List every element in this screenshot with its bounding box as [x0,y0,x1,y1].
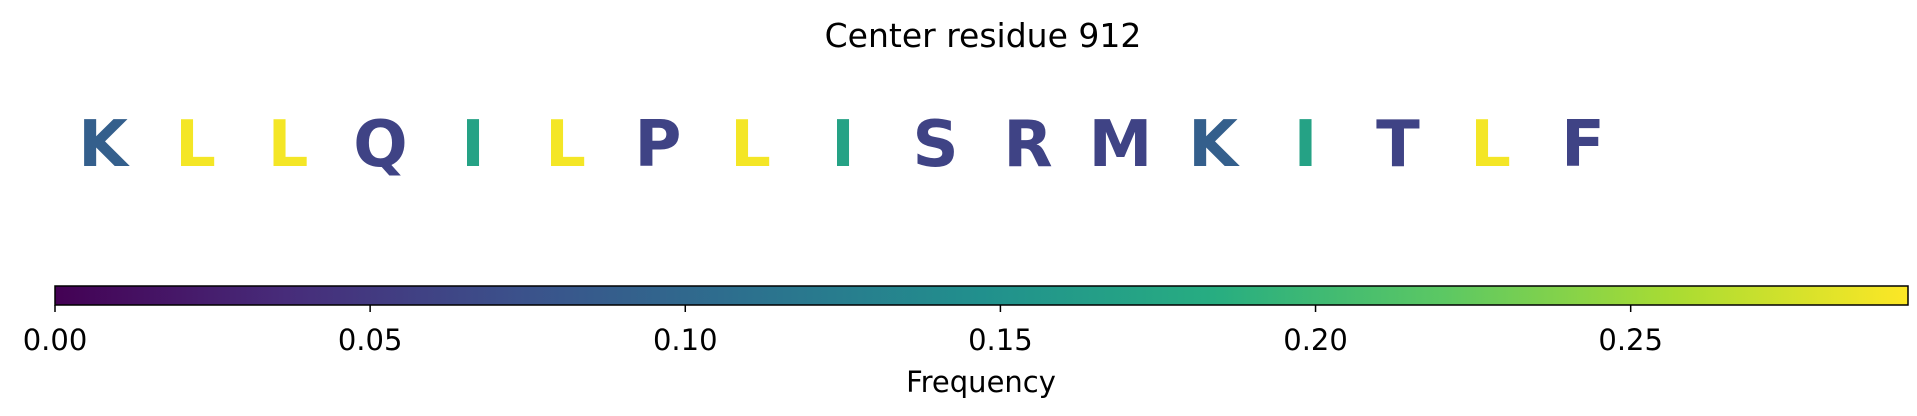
colorbar-tick-label: 0.25 [1598,323,1663,357]
residue-letter: S [912,108,958,182]
residue-letter: K [78,108,130,182]
residue-letter: L [268,108,309,182]
residue-letter: M [1089,108,1153,182]
residue-letter: L [730,108,771,182]
residue-letter: I [461,108,485,182]
residue-letter: R [1003,108,1052,182]
chart-title: Center residue 912 [825,16,1142,55]
residue-letter: P [635,108,682,182]
colorbar-tick-label: 0.00 [23,323,88,357]
colorbar-frame [54,285,1909,306]
residue-letter: L [175,108,216,182]
colorbar-ticks: 0.00 0.05 0.10 0.15 0.20 0.25 [23,305,1663,357]
residue-letter: Q [353,108,407,182]
residue-letter: I [1294,108,1318,182]
colorbar-tick-label: 0.15 [968,323,1033,357]
colorbar-tick-label: 0.20 [1283,323,1348,357]
residue-letter: K [1188,108,1240,182]
residue-letter: L [545,108,586,182]
colorbar-label: Frequency [906,365,1056,399]
colorbar-tick-label: 0.10 [653,323,718,357]
residue-letter: I [831,108,855,182]
colorbar-tick-label: 0.05 [338,323,403,357]
residue-letter: F [1561,108,1605,182]
colorbar-gradient [55,286,1908,305]
residue-letter: T [1376,108,1420,182]
residue-letter: L [1470,108,1511,182]
colorbar: 0.00 0.05 0.10 0.15 0.20 0.25 Frequency [23,285,1909,399]
